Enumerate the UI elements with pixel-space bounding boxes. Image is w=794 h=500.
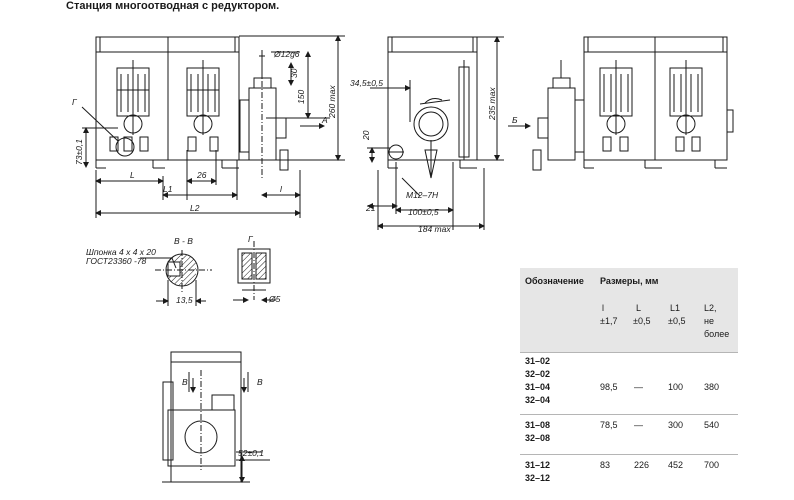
col-L-tol: ±0,5: [633, 316, 651, 326]
label-view-v-right: В: [257, 377, 263, 387]
section-bb: [140, 250, 212, 306]
label-key-line2: ГОСТ23360 -78: [86, 256, 147, 266]
col-L2-note1: не: [704, 316, 714, 326]
label-thread: M12–7H: [406, 190, 439, 200]
label-view-a: A: [321, 115, 328, 125]
bottom-view: [162, 351, 270, 483]
label-detail-g2: Г: [248, 234, 254, 244]
col-L2: L2,: [704, 303, 717, 313]
label-dim-l: l: [280, 184, 283, 194]
col-L: L: [636, 303, 642, 313]
label-dim-30: 30: [289, 68, 299, 78]
col-L1-tol: ±0,5: [668, 316, 686, 326]
header-sizes: Размеры, мм: [600, 276, 659, 286]
detail-g: [233, 241, 276, 303]
label-dim-L1: L1: [163, 184, 173, 194]
col-l-tol: ±1,7: [600, 316, 618, 326]
label-dim-21: 21: [365, 203, 376, 213]
side-view: [367, 36, 504, 230]
label-section-bb: В - В: [174, 236, 193, 246]
label-dim-73: 73±0,1: [74, 139, 84, 165]
col-L2-note2: более: [704, 329, 730, 339]
label-dim-13-5: 13,5: [176, 295, 193, 305]
label-dim-150: 150: [296, 90, 306, 104]
label-dim-184: 184 max: [418, 224, 451, 234]
table-row: 31–02 32–02 31–04 32–04 98,5 — 100 380: [525, 356, 720, 405]
label-dim-100: 100±0,5: [408, 207, 439, 217]
label-height-max: 260 max: [327, 85, 337, 119]
col-l: l: [602, 303, 604, 313]
label-view-v-left: В: [182, 377, 188, 387]
col-L1: L1: [670, 303, 681, 313]
label-dim-L2: L2: [190, 203, 200, 213]
label-dim-L: L: [130, 170, 135, 180]
label-detail-g: Г: [72, 97, 78, 107]
table-row: 31–12 32–12 83 226 452 700: [525, 460, 720, 483]
label-shaft-diameter: Ø12g6: [273, 49, 300, 59]
label-dim-235: 235 max: [487, 87, 497, 121]
label-dim-34: 34,5±0,5: [350, 78, 383, 88]
label-dim-20: 20: [361, 130, 371, 141]
table-row: 31–08 32–08 78,5 — 300 540: [525, 420, 720, 443]
front-view: [81, 35, 345, 218]
header-designation: Обозначение: [525, 276, 584, 286]
label-dim-26: 26: [196, 170, 207, 180]
page-title: Станция многоотводная с редуктором.: [66, 0, 280, 12]
label-dim-d5: Ø5: [268, 294, 281, 304]
table-header: Обозначение Размеры, мм l ±1,7 L ±0,5 L1…: [520, 268, 738, 352]
label-dim-52: 52±0,1: [238, 448, 264, 458]
label-view-b: Б: [512, 115, 518, 125]
dimensions-table: Обозначение Размеры, мм l ±1,7 L ±0,5 L1…: [520, 268, 738, 483]
label-key-line1: Шпонка 4 x 4 x 20: [86, 247, 156, 257]
rear-view: [508, 36, 734, 171]
